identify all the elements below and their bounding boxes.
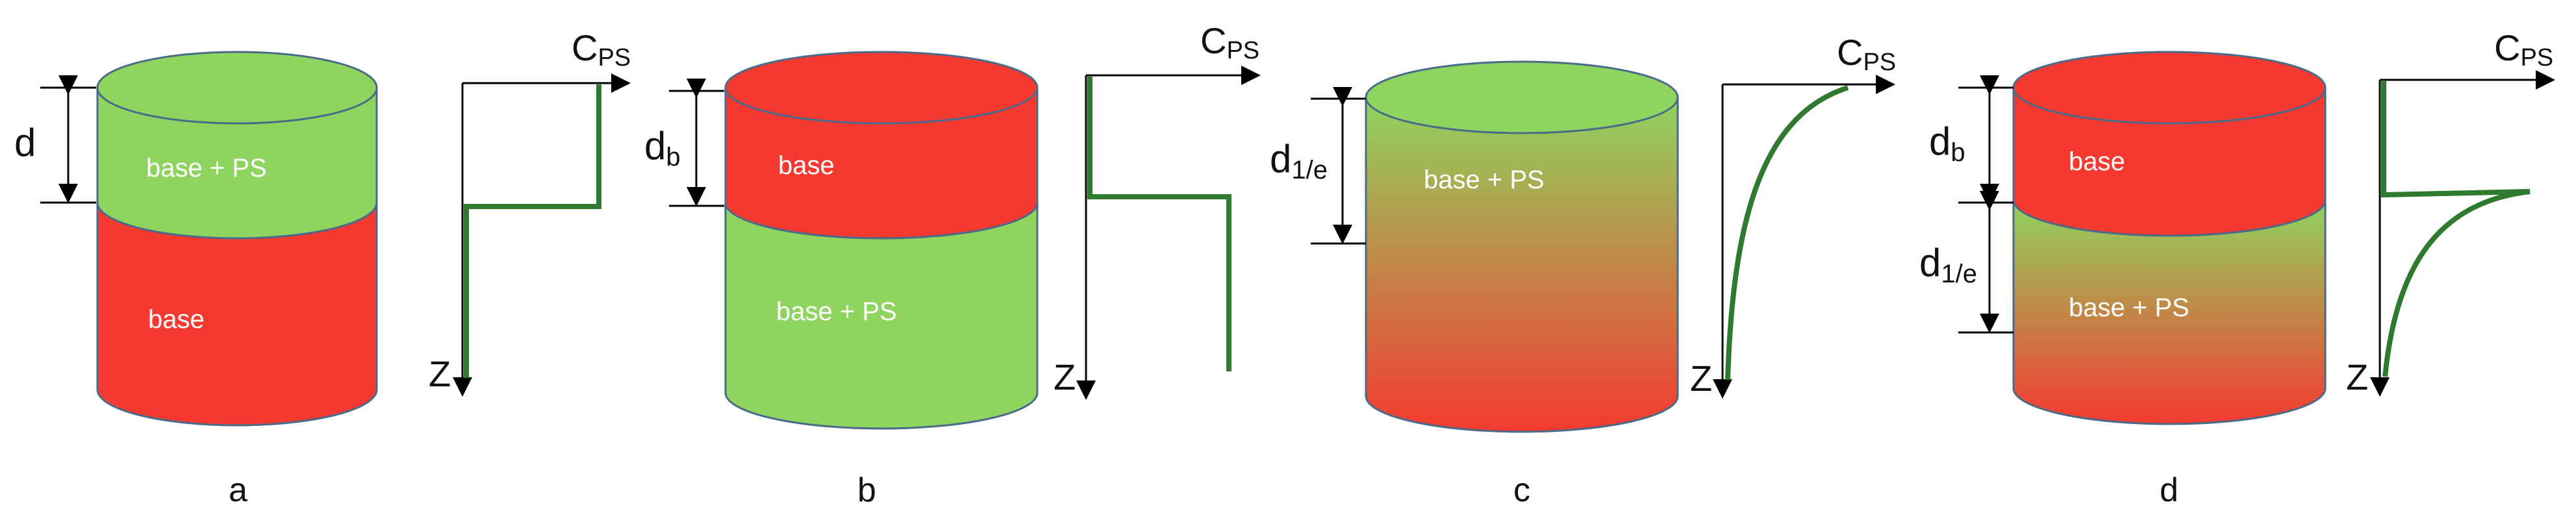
panel-a: base + PS base d CPS Z a [14,27,631,509]
panel-label-a: a [229,471,247,509]
dim-d-e-label: d1/e [1919,241,1977,288]
panel-label-b: b [857,471,876,509]
dim-b-label: db [644,124,681,171]
cylinder-d-top [2012,86,2327,237]
cylinder-b-bottom [724,201,1039,430]
cylinder-b-cap [724,51,1039,125]
cylinder-a-top [96,86,378,240]
layer-label-d-top: base [2069,147,2125,176]
profile-c [1725,85,1849,381]
layer-label-a-bottom: base [148,305,205,334]
profile-b [1087,77,1231,371]
cylinder-b-top [724,86,1039,240]
panel-c: base + PS d1/e CPS Z c [1270,32,1896,509]
axis-c-c-label: CPS [1837,32,1896,76]
cylinder-c-cap [1365,60,1679,134]
panel-d: base base + PS db d1/e CPS Z d [1919,27,2555,509]
layer-label-b-top: base [778,151,835,180]
layer-label-c: base + PS [1424,166,1545,194]
cylinder-a-bottom [96,201,378,427]
panel-label-d: d [2160,471,2178,509]
cylinder-c-body [1365,96,1679,433]
profile-d [2381,81,2531,377]
dim-a-label: d [14,121,36,164]
cylinder-d-cap [2012,51,2327,125]
cylinder-a-cap [96,51,378,125]
layer-label-b-bottom: base + PS [776,297,897,326]
layer-label-a-top: base + PS [146,154,267,182]
axis-a-z-label: Z [429,353,451,394]
dim-d-b-label: db [1929,119,1965,167]
panel-b: base base + PS db CPS Z b [644,20,1261,509]
dim-c-label: d1/e [1270,137,1328,184]
axis-c-z-label: Z [1690,358,1712,399]
axis-d-z-label: Z [2346,356,2368,397]
axis-d-c-label: CPS [2494,27,2553,71]
axis-a-c-label: CPS [572,27,631,71]
axis-b-c-label: CPS [1200,20,1259,64]
layer-label-d-bottom: base + PS [2069,293,2190,322]
cylinder-d-bottom [2012,199,2327,425]
profile-a [464,84,601,378]
axis-b-z-label: Z [1054,356,1076,397]
panel-label-c: c [1513,471,1530,509]
